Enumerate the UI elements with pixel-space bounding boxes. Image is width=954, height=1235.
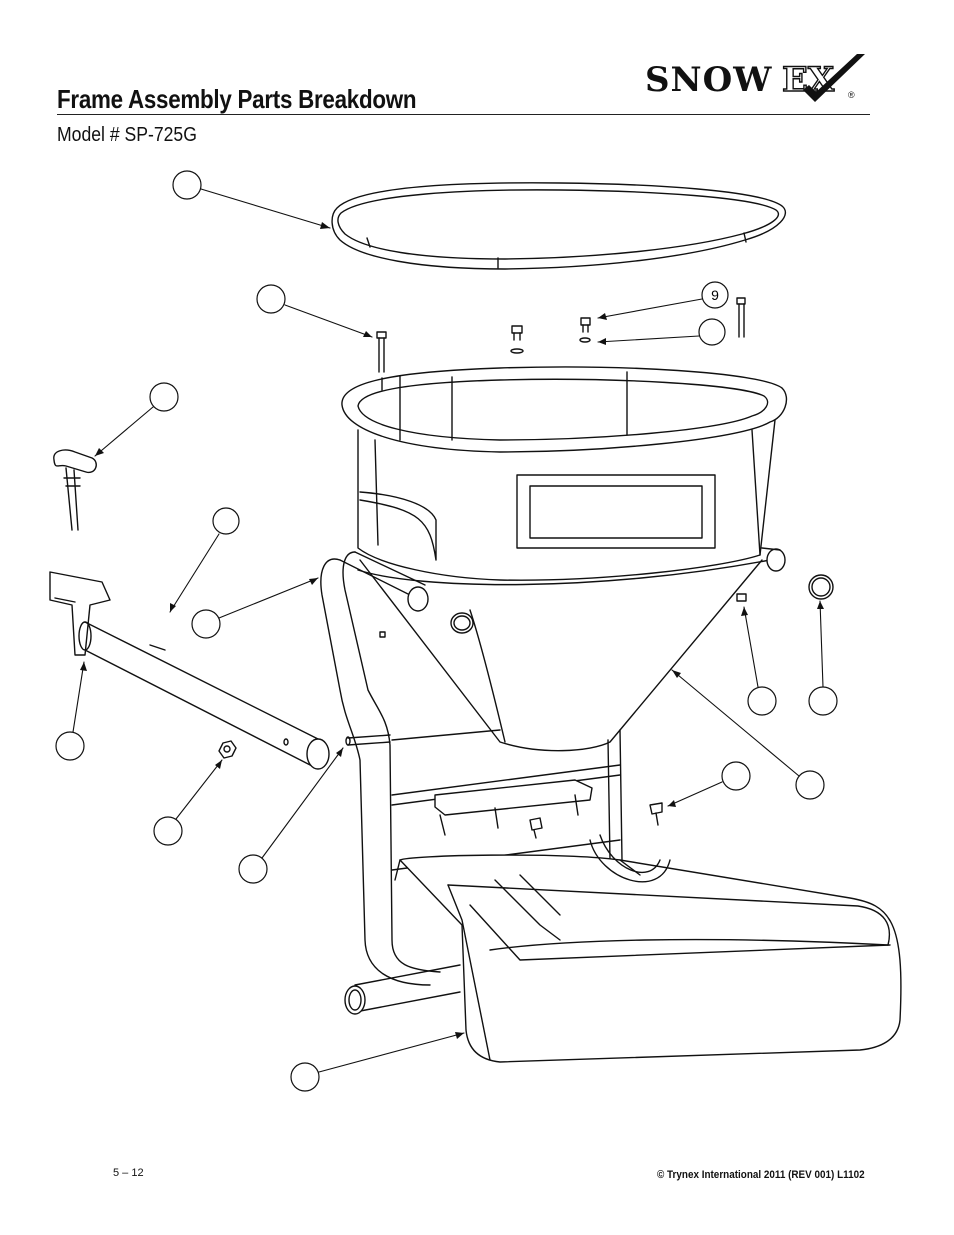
header-rule — [57, 114, 870, 115]
lock-nut — [218, 740, 237, 759]
callout-circles — [55, 170, 838, 1092]
arrowheads — [80, 222, 824, 1039]
page-title: Frame Assembly Parts Breakdown — [57, 84, 417, 114]
hopper-body — [341, 366, 788, 752]
snowex-logo: SNOW EX ® — [645, 52, 870, 108]
hitch-tube — [78, 621, 330, 770]
hitch-pin — [53, 449, 97, 531]
small-nut-right — [736, 593, 747, 602]
logo-snow-text: SNOW — [645, 60, 773, 100]
page-number: 5 – 12 — [113, 1167, 144, 1179]
copyright-notice: © Trynex International 2011 (REV 001) L1… — [657, 1169, 865, 1181]
registered-mark: ® — [848, 90, 855, 100]
callout-label-9: 9 — [711, 287, 719, 303]
receiver-bracket — [49, 571, 111, 656]
base-housing — [394, 834, 902, 1063]
leader-lines — [72, 188, 824, 1073]
bolts-top — [376, 297, 746, 373]
checkmark-icon — [803, 54, 865, 102]
frame-tubes — [320, 547, 786, 1015]
plug-cap — [808, 574, 834, 600]
hopper-lid — [331, 182, 787, 270]
model-number: Model # SP-725G — [57, 124, 197, 146]
cotter-pin — [149, 644, 166, 651]
